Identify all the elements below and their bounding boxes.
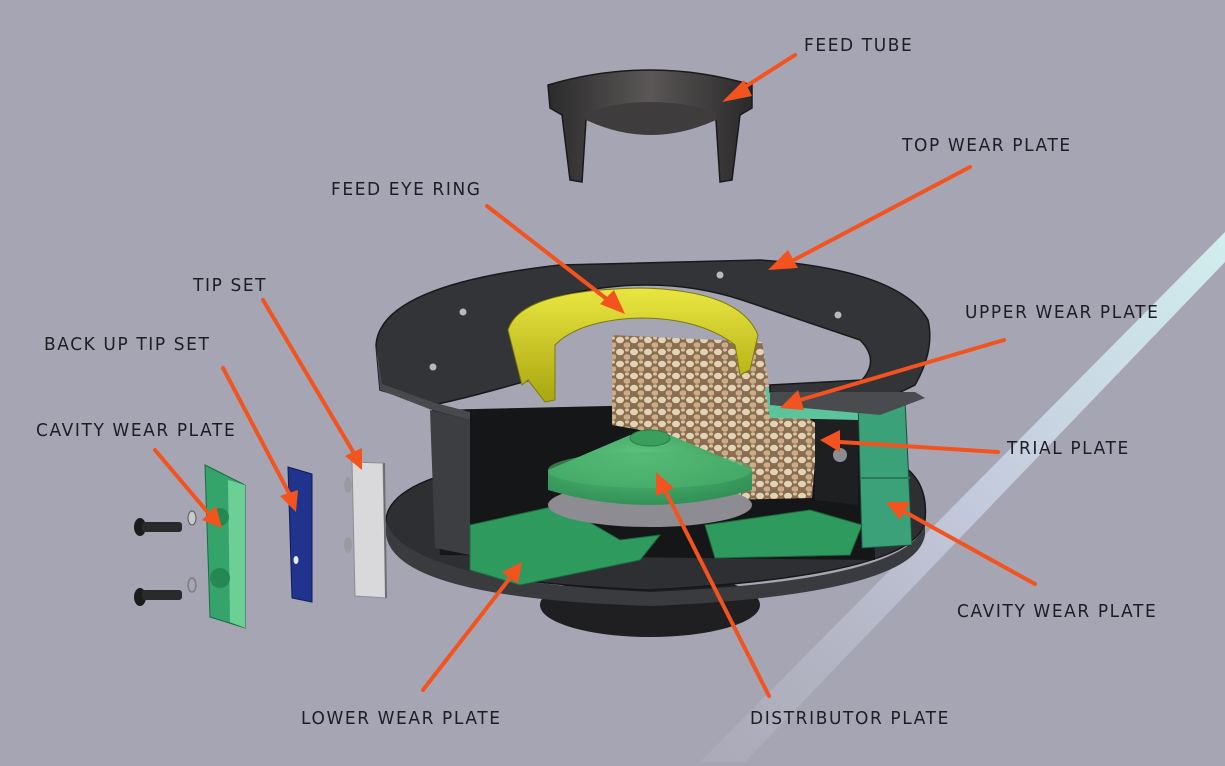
label-trial-plate: TRIAL PLATE [1007, 438, 1130, 460]
arrow-trial-plate [820, 430, 1000, 454]
callout-arrows [153, 53, 1037, 698]
label-distributor-plate: DISTRIBUTOR PLATE [750, 708, 950, 730]
arrow-feed-eye-ring [485, 204, 625, 314]
arrow-top-wear-plate [768, 165, 972, 270]
label-cavity-wear-plate-left: CAVITY WEAR PLATE [36, 420, 237, 442]
arrow-tip-set [261, 298, 362, 470]
cavity-wear-plate-part [857, 399, 913, 549]
exploded-tip-parts [134, 461, 387, 629]
arrow-feed-tube [722, 53, 797, 102]
label-upper-wear-plate: UPPER WEAR PLATE [965, 302, 1160, 324]
arrow-lower-wear-plate [421, 562, 522, 692]
bolt-lower [134, 577, 197, 606]
arrow-upper-wear-plate [780, 338, 1006, 410]
background-light-stripe [700, 232, 1225, 762]
feed-eye-ring-part [507, 287, 759, 403]
label-top-wear-plate: TOP WEAR PLATE [902, 135, 1072, 157]
bolt-upper [134, 510, 197, 536]
label-cavity-wear-plate-right: CAVITY WEAR PLATE [957, 601, 1158, 623]
arrow-cavity-wear-plate-left [153, 448, 222, 528]
label-feed-tube: FEED TUBE [804, 35, 914, 57]
label-tip-set: TIP SET [193, 275, 268, 297]
feed-tube-part [547, 69, 753, 183]
arrow-distributor-plate [656, 472, 771, 698]
label-back-up-tip-set: BACK UP TIP SET [44, 334, 211, 356]
arrow-cavity-wear-plate-right [886, 502, 1037, 586]
back-up-tip-set-part [287, 466, 313, 603]
label-lower-wear-plate: LOWER WEAR PLATE [301, 708, 502, 730]
arrow-back-up-tip-set [221, 366, 298, 512]
rotor-body [375, 259, 931, 637]
label-feed-eye-ring: FEED EYE RING [331, 179, 482, 201]
tip-set-part [351, 461, 387, 599]
